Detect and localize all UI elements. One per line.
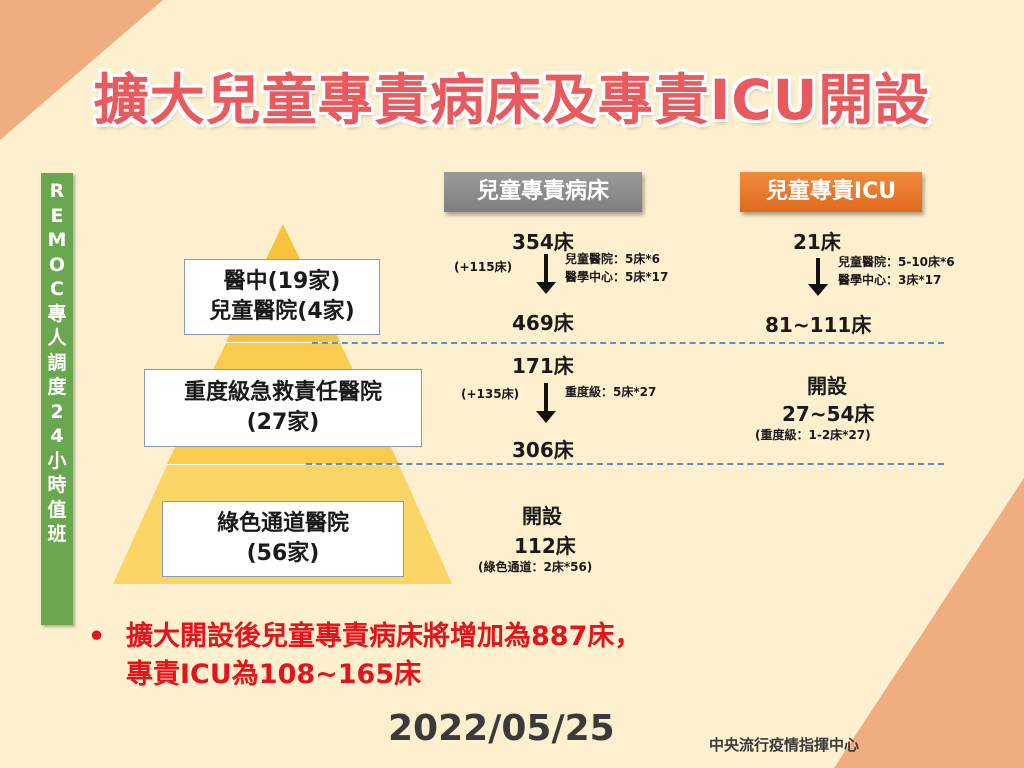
tier-green-channel-box: 綠色通道醫院 (56家) [162,501,404,577]
banner-char: 人 [47,327,67,349]
tier-medical-center-box: 醫中(19家) 兒童醫院(4家) [184,259,380,335]
beds-tier1-note1: 兒童醫院：5床*6 [565,252,660,266]
banner-char: 2 [50,400,64,423]
icu-tier1-note2: 醫學中心：3床*17 [838,273,942,287]
date-label: 2022/05/25 [388,708,615,749]
banner-char: M [47,229,67,251]
down-arrow-icon [536,254,556,294]
down-arrow-icon [808,258,828,296]
summary-bullet: • 擴大開設後兒童專責病床將增加為887床， 專責ICU為108~165床 [88,618,641,694]
icu-tier2-label: 開設 [807,374,847,398]
beds-tier3-note: (綠色通道：2床*56) [478,560,593,574]
tier-separator-1 [312,342,944,344]
tier-label-line2: (27家) [246,410,320,435]
summary-line2: 專責ICU為108~165床 [126,659,422,690]
tier-separator-2 [306,463,944,465]
beds-column-header: 兒童專責病床 [444,172,642,212]
beds-tier2-note1: 重度級：5床*27 [565,385,657,399]
icu-tier2-value: 27~54床 [782,402,875,426]
beds-tier1-from: 354床 [512,230,574,254]
banner-char: O [48,253,66,276]
banner-char: 小 [47,449,67,472]
icu-tier1-from: 21床 [793,230,841,254]
banner-char: 4 [50,425,64,447]
banner-char: 調 [47,351,67,374]
tier-label-line2: (56家) [246,541,320,566]
beds-tier2-to: 306床 [512,438,574,462]
beds-tier2-delta: (+135床) [461,387,520,401]
banner-char: R [49,180,65,202]
beds-tier3-label: 開設 [522,504,562,528]
corner-triangle-top-left [0,0,163,140]
remoc-side-banner: R E M O C 專 人 調 度 2 4 小 時 值 班 [41,173,73,625]
organization-label: 中央流行疫情指揮中心 [709,736,860,754]
bullet-dot: • [88,621,106,652]
tier-label-line1: 重度級急救責任醫院 [183,380,382,405]
tier-label-line2: 兒童醫院(4家) [209,299,355,324]
beds-tier1-note2: 醫學中心：5床*17 [565,270,669,284]
tier-severe-emergency-box: 重度級急救責任醫院 (27家) [144,369,422,447]
banner-char: 值 [47,498,67,521]
corner-triangle-bottom-right [834,478,1024,768]
banner-char: 度 [47,376,67,398]
beds-tier2-from: 171床 [512,354,574,378]
banner-char: 時 [47,474,67,496]
down-arrow-icon [536,383,556,423]
page-title: 擴大兒童專責病床及專責ICU開設 [93,68,931,132]
icu-tier1-to: 81~111床 [765,313,872,337]
banner-char: 專 [47,302,67,325]
beds-tier3-value: 112床 [514,534,576,558]
icu-tier2-note: (重度級：1-2床*27) [755,428,871,442]
banner-char: C [50,278,64,300]
icu-tier1-note1: 兒童醫院：5-10床*6 [838,255,955,269]
tier-label-line1: 醫中(19家) [223,269,341,294]
beds-tier1-to: 469床 [512,311,574,335]
banner-char: E [50,204,64,227]
beds-tier1-delta: (+115床) [454,260,513,274]
icu-column-header: 兒童專責ICU [740,172,922,212]
banner-char: 班 [47,523,67,545]
tier-label-line1: 綠色通道醫院 [216,511,349,536]
summary-line1: 擴大開設後兒童專責病床將增加為887床， [126,621,642,652]
